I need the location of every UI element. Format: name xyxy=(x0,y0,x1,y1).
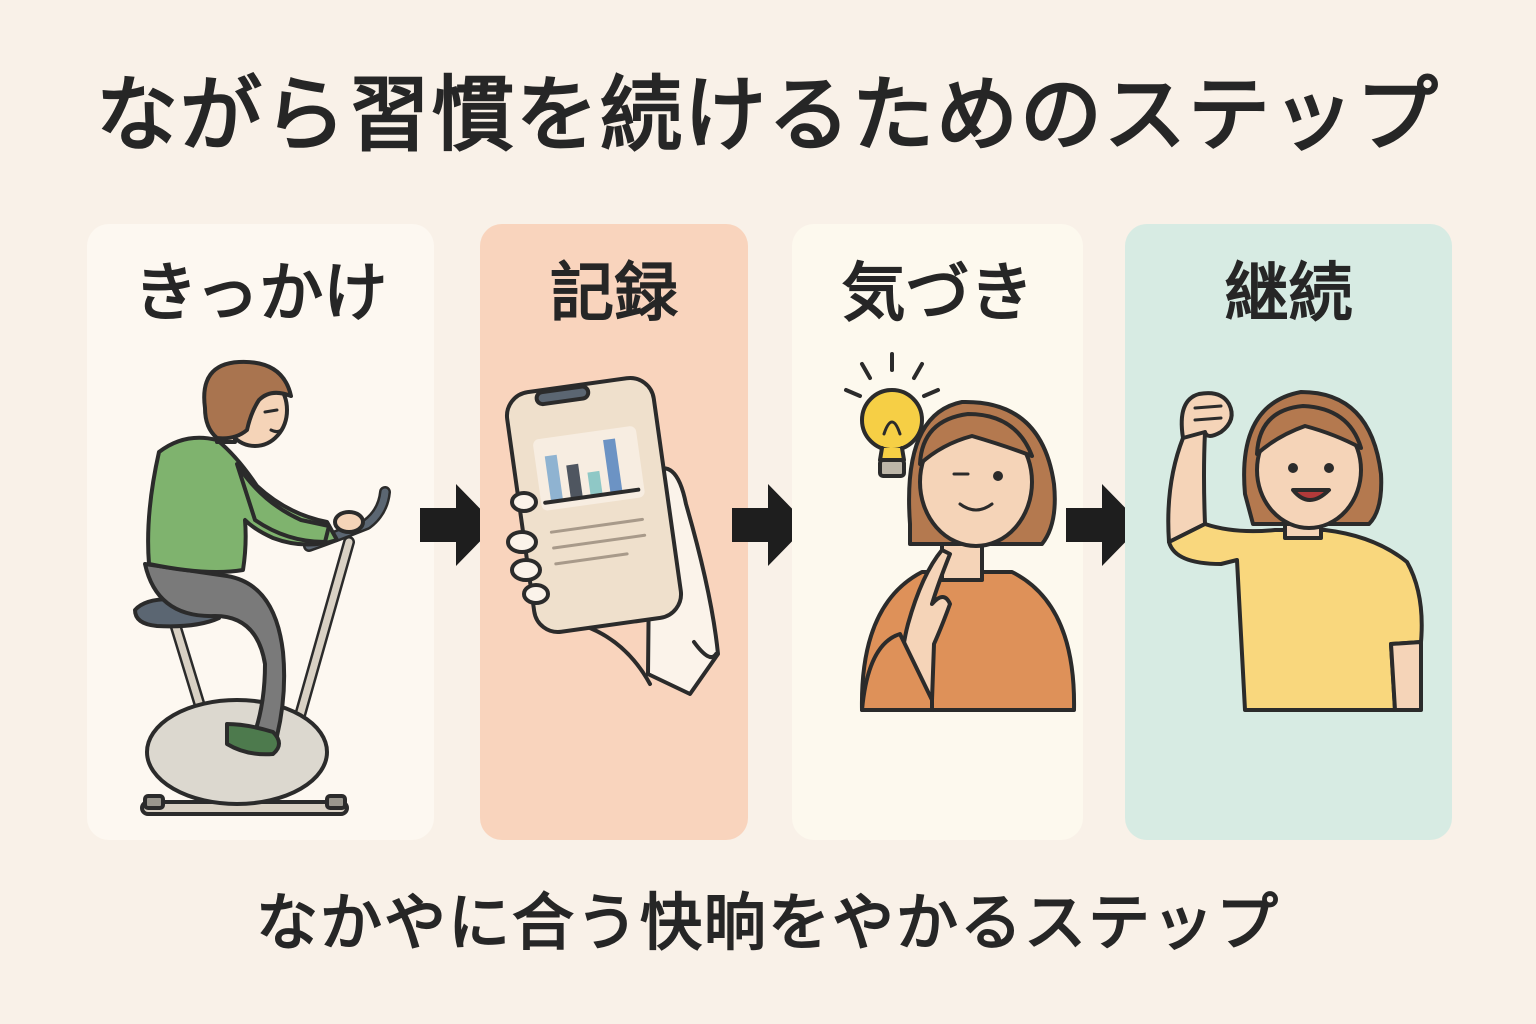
smartphone-chart-icon xyxy=(504,375,720,696)
arrow-right-icon xyxy=(420,484,496,566)
page-title: ながら習慣を続けるためのステップ xyxy=(95,68,1440,163)
step-panel-insight: 気づき xyxy=(792,224,1083,840)
step-label-trigger: きっかけ xyxy=(133,257,388,331)
arrow-right-icon xyxy=(1066,484,1142,566)
footer-caption: なかやに合う快晌をやかるステップ xyxy=(255,886,1280,959)
step-panel-continue: 継続 xyxy=(1125,224,1452,840)
arrow-right-icon xyxy=(732,484,808,566)
step-panel-trigger: きっかけ xyxy=(87,224,434,840)
step-label-insight: 気づき xyxy=(841,257,1034,331)
step-label-record: 記録 xyxy=(550,257,678,331)
exercise-bike-person-icon xyxy=(133,359,391,816)
step-label-continue: 継続 xyxy=(1224,257,1353,331)
thinking-person-lightbulb-icon xyxy=(844,352,1077,712)
step-panel-record: 記録 xyxy=(480,224,748,840)
cheering-person-icon xyxy=(1166,390,1424,712)
